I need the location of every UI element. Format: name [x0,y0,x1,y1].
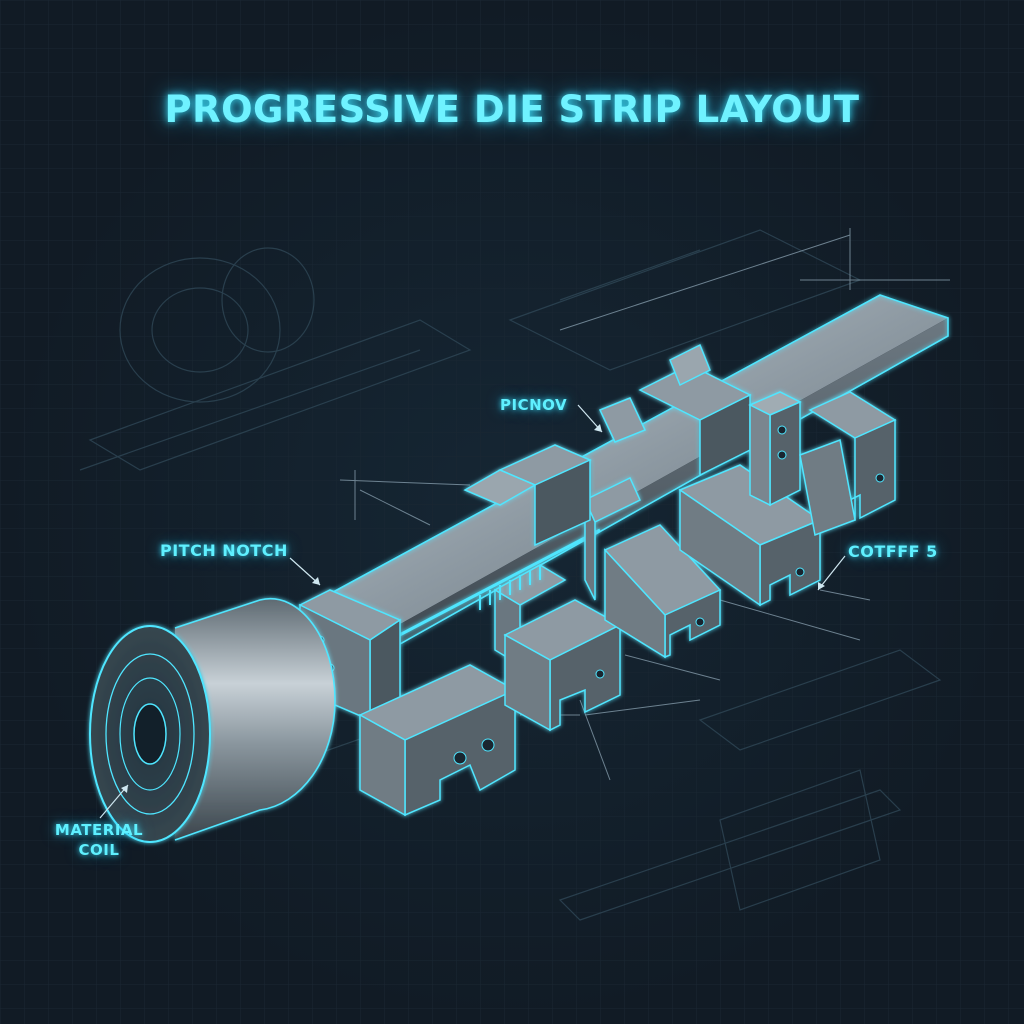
dimension-lines [339,228,950,781]
background-ghost-machinery [79,229,942,921]
diagram-title: PROGRESSIVE DIE STRIP LAYOUT [164,88,860,131]
material-coil-label: MATERIAL COIL [44,820,154,860]
cotfff-label: COTFFF 5 [848,542,938,561]
cotfff-leader [817,555,846,591]
bolt-holes [315,425,885,765]
material-coil-drum [89,597,336,843]
picnov-label: PICNOV [500,396,568,414]
strip-bar [299,294,949,664]
material-coil-leader [99,784,129,819]
callout-arrowheads [121,424,825,793]
material-coil-label-line1: MATERIAL [54,821,144,839]
pitch-notch-label: PITCH NOTCH [160,541,288,560]
station-blocks [298,343,897,817]
material-coil-label-line2: COIL [78,841,120,859]
pitch-notch-teeth [479,565,541,610]
